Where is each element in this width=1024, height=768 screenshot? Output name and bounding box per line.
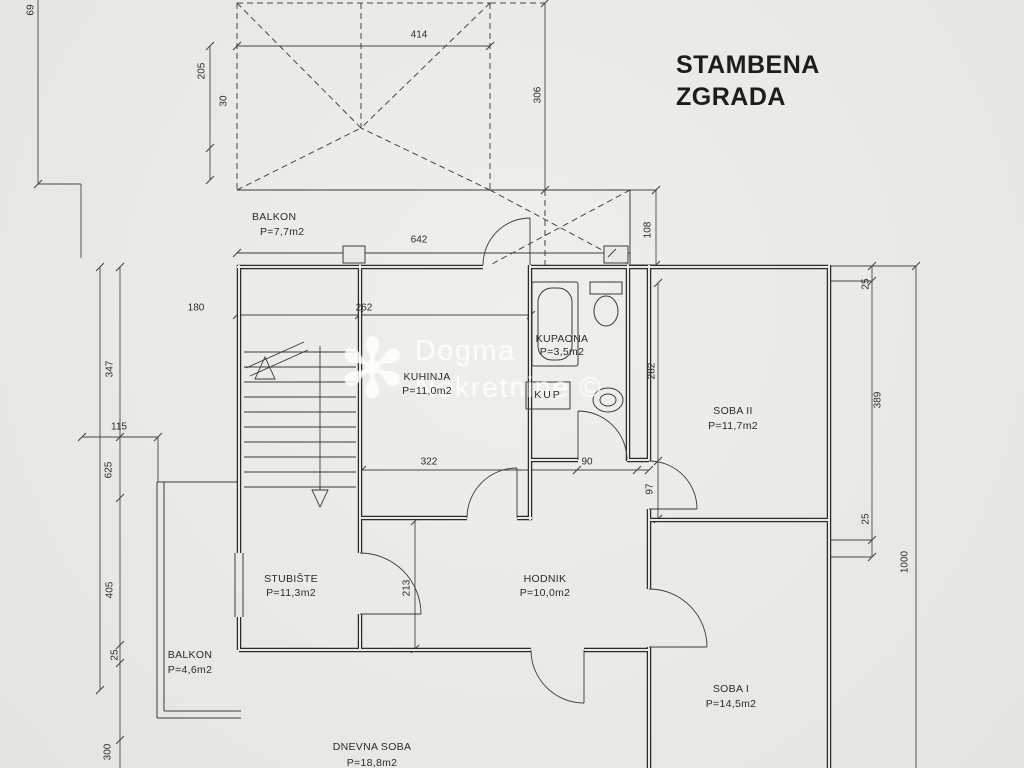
- dim-1000: 1000: [899, 550, 911, 574]
- dim-115: 115: [111, 421, 127, 433]
- room-label-stubiste: STUBIŠTE: [264, 573, 318, 586]
- room-label-dnevna-soba: DNEVNA SOBA: [332, 741, 412, 754]
- dim-625: 625: [103, 461, 115, 479]
- room-area-hodnik: P=10,0m2: [519, 587, 571, 600]
- dim-213: 213: [401, 579, 413, 597]
- balcony-railing: [156, 189, 631, 719]
- stair-up-arrow-icon: [254, 355, 276, 380]
- room-label-kuhinja: KUHINJA: [403, 371, 451, 384]
- dim-30: 30: [218, 95, 230, 107]
- room-area-balkon-top: P=7,7m2: [260, 226, 305, 238]
- sink-icon: [592, 387, 624, 413]
- room-area-kuhinja: P=11,0m2: [402, 385, 452, 398]
- room-area-soba2: P=11,7m2: [708, 420, 758, 433]
- dim-282: 282: [646, 362, 658, 380]
- dim-25-right-top: 25: [860, 278, 872, 290]
- bathtub-icon: [531, 281, 579, 367]
- room-label-balkon-left: BALKON: [167, 649, 213, 662]
- room-area-kupaona: P=3,5m2: [539, 346, 585, 359]
- dim-300: 300: [102, 743, 114, 761]
- room-label-kupaona: KUPAONA: [535, 333, 589, 346]
- stair-break-line: [245, 341, 309, 377]
- walls: [236, 264, 832, 768]
- dim-90: 90: [581, 456, 593, 468]
- stair-down-arrow-icon: [311, 489, 329, 509]
- toilet-bowl-icon: [593, 295, 619, 327]
- page-title-line1: STAMBENA: [676, 51, 820, 79]
- room-label-kup-shaft: KUP: [534, 389, 562, 402]
- page-title-line2: ZGRADA: [676, 83, 786, 111]
- dim-69: 69: [25, 4, 37, 16]
- dim-389: 389: [872, 391, 884, 409]
- dim-322: 322: [420, 456, 438, 468]
- dim-414: 414: [410, 29, 428, 41]
- dim-262: 262: [355, 302, 373, 314]
- room-area-stubiste: P=11,3m2: [266, 587, 316, 600]
- room-label-balkon-top: BALKON: [252, 211, 297, 223]
- room-label-soba1: SOBA I: [712, 683, 750, 696]
- room-area-balkon-left: P=4,6m2: [167, 664, 213, 677]
- kup-shaft-box: [525, 381, 571, 410]
- room-label-hodnik: HODNIK: [523, 573, 567, 586]
- dim-205: 205: [196, 62, 208, 80]
- door-arcs: [359, 217, 708, 704]
- room-area-soba1: P=14,5m2: [705, 698, 757, 711]
- stairs: [244, 341, 356, 509]
- dim-180: 180: [187, 302, 205, 314]
- room-area-dnevna-soba: P=18,8m2: [346, 757, 398, 768]
- dim-347: 347: [104, 360, 116, 378]
- dim-97: 97: [644, 483, 656, 495]
- toilet-tank-icon: [589, 281, 623, 295]
- dim-25-left: 25: [109, 649, 121, 661]
- dim-25-right-bottom: 25: [860, 513, 872, 525]
- room-label-soba2: SOBA II: [713, 405, 753, 418]
- bathroom-fixtures: [525, 281, 624, 413]
- dim-642: 642: [410, 234, 428, 246]
- dimension-ticks: [33, 0, 921, 745]
- dim-108: 108: [642, 221, 654, 239]
- dim-405: 405: [104, 581, 116, 599]
- dim-306: 306: [532, 86, 544, 104]
